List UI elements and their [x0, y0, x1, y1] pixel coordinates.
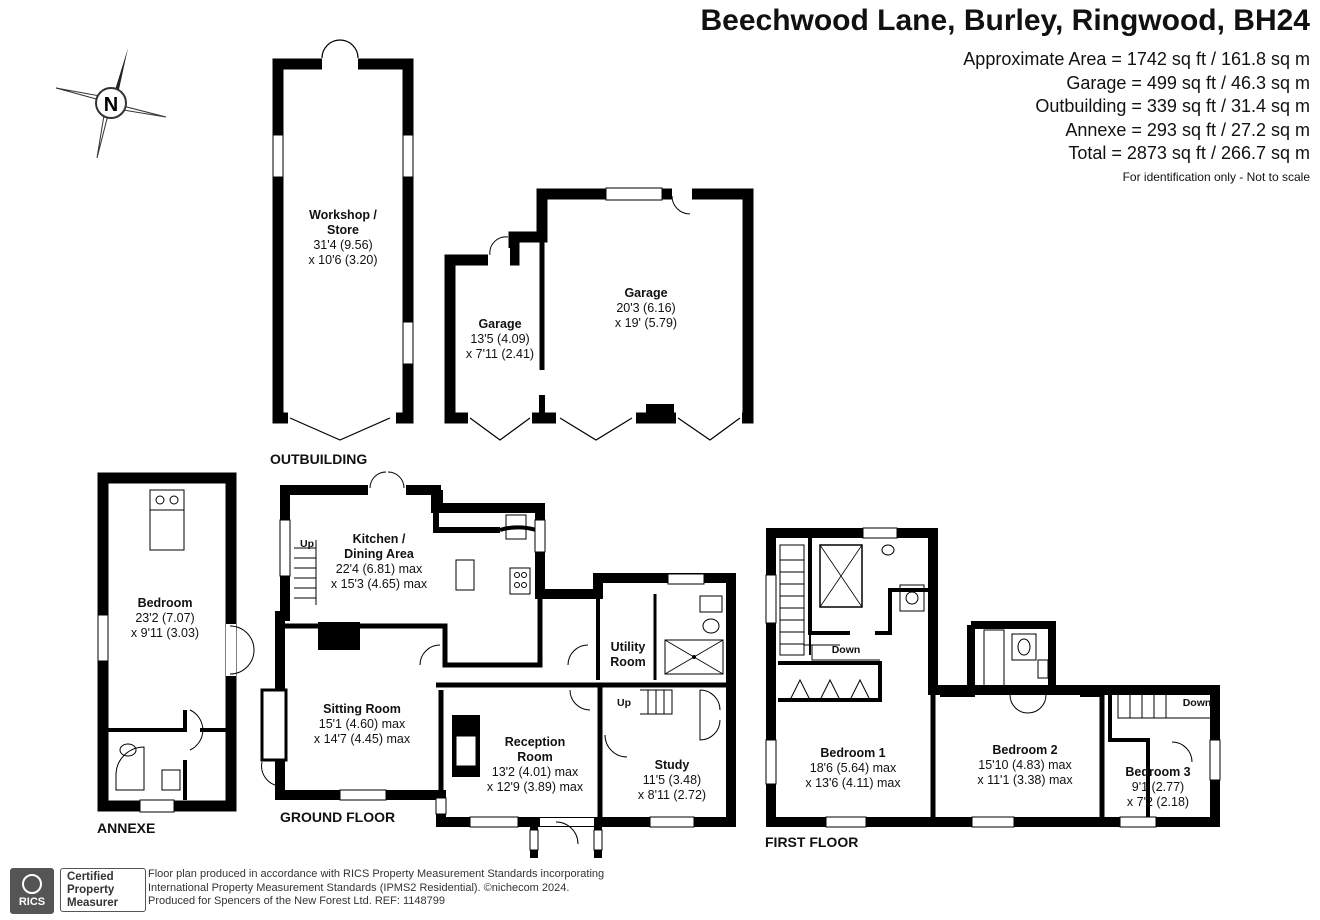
workshop-dim-2: x 10'6 (3.20): [308, 253, 377, 267]
certified-measurer-badge: Certified Property Measurer: [60, 868, 146, 912]
cert-line-1: Certified: [67, 871, 114, 883]
study-dim-2: x 8'11 (2.72): [638, 788, 706, 802]
bedroom3-name: Bedroom 3: [1125, 765, 1190, 779]
footer-line-2: International Property Measurement Stand…: [148, 881, 570, 894]
annexe-bedroom-dim-2: x 9'11 (3.03): [131, 626, 199, 640]
study-name: Study: [655, 758, 690, 772]
area-total: Total = 2873 sq ft / 266.7 sq m: [1068, 143, 1310, 163]
workshop-dim-1: 31'4 (9.56): [313, 238, 372, 252]
bedroom1-dim-2: x 13'6 (4.11) max: [805, 776, 901, 790]
outbuilding-plan: [272, 39, 414, 441]
compass-rose-icon: N: [55, 48, 167, 159]
property-address: Beechwood Lane, Burley, Ringwood, BH24: [700, 4, 1310, 37]
cert-line-2: Property: [67, 884, 115, 896]
stairs-up-kitchen: Up: [300, 538, 314, 550]
garage-small-name: Garage: [478, 317, 521, 331]
footer-line-1: Floor plan produced in accordance with R…: [148, 868, 605, 880]
garage-plan: [444, 187, 754, 441]
area-outbuilding: Outbuilding = 339 sq ft / 31.4 sq m: [1035, 96, 1310, 116]
garage-large-dim-1: 20'3 (6.16): [616, 301, 675, 315]
rics-logo-text: RICS: [18, 896, 46, 908]
bedroom1-name: Bedroom 1: [820, 746, 885, 760]
utility-name-1: Utility: [611, 640, 646, 654]
stairs-down-landing: Down: [832, 644, 861, 656]
kitchen-name-1: Kitchen /: [353, 532, 406, 546]
section-first-floor: FIRST FLOOR: [765, 834, 858, 850]
area-annexe: Annexe = 293 sq ft / 27.2 sq m: [1065, 119, 1310, 140]
identification-note: For identification only - Not to scale: [1122, 170, 1310, 184]
workshop-name-2: Store: [327, 223, 359, 237]
bedroom3-dim-1: 9'1 (2.77): [1132, 780, 1184, 794]
cert-line-3: Measurer: [67, 897, 119, 909]
section-outbuilding: OUTBUILDING: [270, 451, 367, 467]
area-approximate: Approximate Area = 1742 sq ft / 161.8 sq…: [963, 49, 1310, 69]
sitting-room-name: Sitting Room: [323, 702, 401, 716]
kitchen-name-2: Dining Area: [344, 547, 415, 561]
garage-large-name: Garage: [624, 286, 667, 300]
footer-notes: Floor plan produced in accordance with R…: [148, 868, 604, 909]
kitchen-dim-2: x 15'3 (4.65) max: [331, 577, 428, 591]
footer-line-3: Produced for Spencers of the New Forest …: [148, 895, 445, 907]
annexe-bedroom-dim-1: 23'2 (7.07): [135, 611, 194, 625]
reception-name-1: Reception: [505, 735, 565, 749]
section-ground-floor: GROUND FLOOR: [280, 809, 395, 825]
stairs-up-hall: Up: [617, 697, 631, 709]
area-summary: Approximate Area = 1742 sq ft / 161.8 sq…: [963, 48, 1310, 166]
reception-dim-2: x 12'9 (3.89) max: [487, 780, 584, 794]
garage-small-dim-2: x 7'11 (2.41): [466, 347, 534, 361]
bedroom3-dim-2: x 7'2 (2.18): [1127, 795, 1189, 809]
bedroom2-dim-1: 15'10 (4.83) max: [978, 758, 1072, 772]
garage-small-dim-1: 13'5 (4.09): [470, 332, 529, 346]
reception-dim-1: 13'2 (4.01) max: [492, 765, 579, 779]
bedroom2-dim-2: x 11'1 (3.38) max: [977, 773, 1073, 787]
sitting-room-dim-2: x 14'7 (4.45) max: [314, 732, 411, 746]
bedroom2-name: Bedroom 2: [992, 743, 1057, 757]
bedroom1-dim-1: 18'6 (5.64) max: [810, 761, 897, 775]
workshop-name-1: Workshop /: [309, 208, 377, 222]
section-annexe: ANNEXE: [97, 820, 155, 836]
garage-large-dim-2: x 19' (5.79): [615, 316, 677, 330]
ground-floor-plan: [260, 471, 736, 858]
rics-badge: RICS Certified Property Measurer: [10, 868, 146, 914]
utility-name-2: Room: [610, 655, 645, 669]
stairs-down-bedroom3: Down: [1183, 697, 1212, 709]
annexe-bedroom-name: Bedroom: [138, 596, 193, 610]
rics-emblem-icon: [22, 874, 42, 894]
kitchen-dim-1: 22'4 (6.81) max: [336, 562, 423, 576]
reception-name-2: Room: [517, 750, 552, 764]
rics-logo: RICS: [10, 868, 54, 914]
annexe-plan: [97, 472, 255, 813]
area-garage: Garage = 499 sq ft / 46.3 sq m: [1066, 72, 1310, 93]
study-dim-1: 11'5 (3.48): [643, 773, 701, 787]
compass-north-label: N: [104, 94, 118, 116]
first-floor-plan: [765, 527, 1221, 828]
sitting-room-dim-1: 15'1 (4.60) max: [319, 717, 406, 731]
